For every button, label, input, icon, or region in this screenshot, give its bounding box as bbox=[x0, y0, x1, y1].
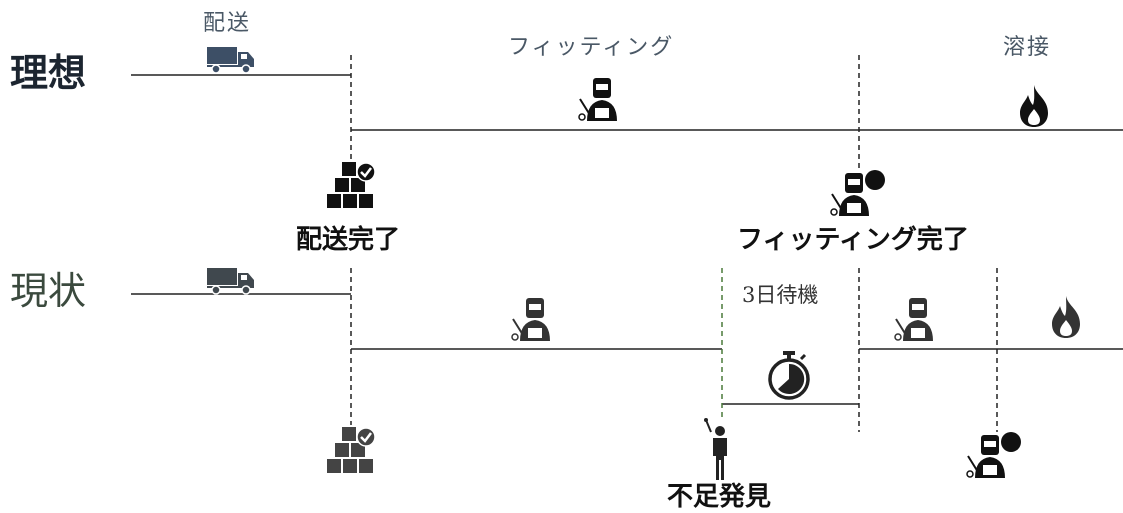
welder-icon bbox=[894, 298, 933, 341]
welder-icon bbox=[511, 298, 550, 341]
person-alert-icon bbox=[704, 418, 727, 480]
boxes-check-icon bbox=[327, 427, 376, 473]
milestone-delivery-complete: 配送完了 bbox=[296, 225, 401, 255]
phase-label-delivery: 配送 bbox=[203, 11, 252, 36]
welder-icon bbox=[578, 78, 617, 121]
milestone-fitting-complete: フィッティング完了 bbox=[737, 225, 969, 255]
flame-icon bbox=[1052, 296, 1080, 338]
welder-icon bbox=[966, 432, 1021, 478]
stopwatch-icon bbox=[768, 351, 810, 400]
welder-icon bbox=[830, 170, 885, 216]
phase-label-welding: 溶接 bbox=[1003, 35, 1052, 60]
milestone-shortage-found: 不足発見 bbox=[667, 482, 772, 512]
boxes-check-icon bbox=[327, 162, 376, 208]
row-title-ideal: 理想 bbox=[10, 51, 87, 95]
flame-icon bbox=[1020, 85, 1048, 127]
row-title-current: 現状 bbox=[10, 269, 87, 313]
truck-icon bbox=[207, 268, 254, 295]
waiting-label: 3日待機 bbox=[742, 283, 819, 307]
truck-icon bbox=[207, 47, 254, 74]
phase-label-fitting: フィッティング bbox=[508, 35, 675, 60]
